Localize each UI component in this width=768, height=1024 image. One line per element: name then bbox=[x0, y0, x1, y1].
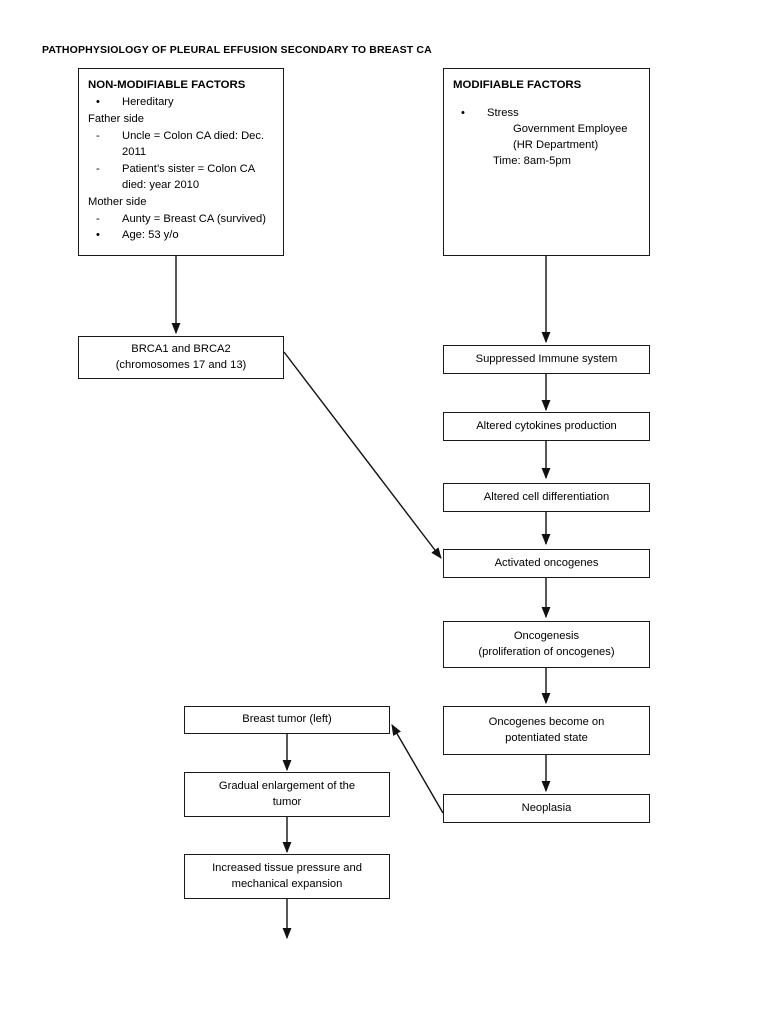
node-increased-tissue-pressure[interactable]: Increased tissue pressure and mechanical… bbox=[184, 854, 390, 899]
non-modifiable-age-text: Age: 53 y/o bbox=[122, 229, 179, 242]
non-modifiable-father-item-2-text: Patient’s sister = Colon CA died: year 2… bbox=[122, 162, 255, 191]
non-modifiable-father-item-2: - Patient’s sister = Colon CA died: year… bbox=[88, 162, 274, 194]
dash-marker-icon: - bbox=[96, 130, 100, 142]
oncogenesis-line-2: (proliferation of oncogenes) bbox=[478, 645, 615, 658]
altered-cell-diff-label: Altered cell differentiation bbox=[483, 490, 610, 503]
node-altered-cytokines-production[interactable]: Altered cytokines production bbox=[443, 412, 650, 441]
oncogenesis-line-1: Oncogenesis bbox=[513, 629, 580, 642]
gradual-enlargement-line-2: tumor bbox=[272, 795, 302, 808]
neoplasia-label: Neoplasia bbox=[521, 801, 572, 814]
edge-brca-to-activated-oncogenes bbox=[283, 351, 442, 559]
non-modifiable-mother-side-label: Mother side bbox=[88, 195, 147, 208]
potentiated-line-1: Oncogenes become on bbox=[488, 715, 605, 728]
increased-pressure-label: Increased tissue pressure and mechanical… bbox=[212, 861, 362, 893]
non-modifiable-father-item-1-text: Uncle = Colon CA died: Dec. 2011 bbox=[122, 130, 265, 158]
potentiated-line-2: potentiated state bbox=[505, 731, 588, 744]
node-suppressed-immune-system[interactable]: Suppressed Immune system bbox=[443, 345, 650, 374]
non-modifiable-mother-item-1: - Aunty = Breast CA (survived) bbox=[88, 212, 274, 228]
gradual-enlargement-line-1: Gradual enlargement of the bbox=[218, 779, 356, 792]
brca-line-1: BRCA1 and BRCA2 bbox=[131, 342, 231, 355]
non-modifiable-hereditary-text: Hereditary bbox=[122, 96, 174, 109]
modifiable-detail-3: Time: 8am-5pm bbox=[493, 154, 571, 167]
increased-pressure-line-2: mechanical expansion bbox=[231, 877, 343, 890]
node-non-modifiable-factors[interactable]: NON-MODIFIABLE FACTORS • Hereditary Fath… bbox=[78, 68, 284, 256]
spacer bbox=[453, 95, 640, 105]
bullet-marker-icon: • bbox=[96, 229, 100, 242]
dash-marker-icon: - bbox=[96, 212, 100, 225]
non-modifiable-father-item-1: - Uncle = Colon CA died: Dec. 2011 bbox=[88, 129, 274, 161]
node-gradual-enlargement[interactable]: Gradual enlargement of the tumor bbox=[184, 772, 390, 817]
modifiable-heading: MODIFIABLE FACTORS bbox=[453, 79, 582, 91]
altered-cytokines-label: Altered cytokines production bbox=[476, 419, 617, 432]
node-oncogenes-potentiated-state[interactable]: Oncogenes become on potentiated state bbox=[443, 706, 650, 755]
suppressed-immune-label: Suppressed Immune system bbox=[475, 352, 618, 365]
edge-neoplasia-to-breast-tumor bbox=[391, 724, 444, 814]
modifiable-detail-2: (HR Department) bbox=[513, 139, 599, 151]
oncogenesis-label: Oncogenesis (proliferation of oncogenes) bbox=[478, 629, 614, 661]
node-oncogenesis[interactable]: Oncogenesis (proliferation of oncogenes) bbox=[443, 621, 650, 668]
bullet-marker-icon: • bbox=[96, 96, 100, 109]
node-neoplasia[interactable]: Neoplasia bbox=[443, 794, 650, 823]
node-modifiable-factors[interactable]: MODIFIABLE FACTORS • Stress Government E… bbox=[443, 68, 650, 256]
increased-pressure-line-1: Increased tissue pressure and bbox=[212, 861, 362, 874]
modifiable-bullet-stress: • Stress bbox=[453, 106, 640, 122]
non-modifiable-bullet-hereditary: • Hereditary bbox=[88, 95, 274, 111]
non-modifiable-mother-item-1-text: Aunty = Breast CA (survived) bbox=[122, 212, 266, 225]
node-activated-oncogenes[interactable]: Activated oncogenes bbox=[443, 549, 650, 578]
bullet-marker-icon: • bbox=[461, 107, 465, 120]
breast-tumor-label: Breast tumor (left) bbox=[242, 713, 332, 726]
potentiated-label: Oncogenes become on potentiated state bbox=[489, 715, 605, 747]
non-modifiable-heading: NON-MODIFIABLE FACTORS bbox=[88, 79, 246, 91]
modifiable-stress-text: Stress bbox=[487, 107, 519, 120]
page-title: PATHOPHYSIOLOGY OF PLEURAL EFFUSION SECO… bbox=[42, 44, 432, 56]
brca-label: BRCA1 and BRCA2 (chromosomes 17 and 13) bbox=[116, 342, 247, 374]
brca-line-2: (chromosomes 17 and 13) bbox=[115, 358, 247, 371]
node-brca[interactable]: BRCA1 and BRCA2 (chromosomes 17 and 13) bbox=[78, 336, 284, 379]
node-breast-tumor[interactable]: Breast tumor (left) bbox=[184, 706, 390, 734]
non-modifiable-bullet-age: • Age: 53 y/o bbox=[88, 228, 274, 244]
modifiable-detail-1: Government Employee bbox=[513, 123, 628, 136]
gradual-enlargement-label: Gradual enlargement of the tumor bbox=[219, 779, 355, 811]
dash-marker-icon: - bbox=[96, 162, 100, 175]
node-altered-cell-differentiation[interactable]: Altered cell differentiation bbox=[443, 483, 650, 512]
non-modifiable-father-side-label: Father side bbox=[88, 113, 144, 126]
activated-oncogenes-label: Activated oncogenes bbox=[494, 556, 599, 569]
